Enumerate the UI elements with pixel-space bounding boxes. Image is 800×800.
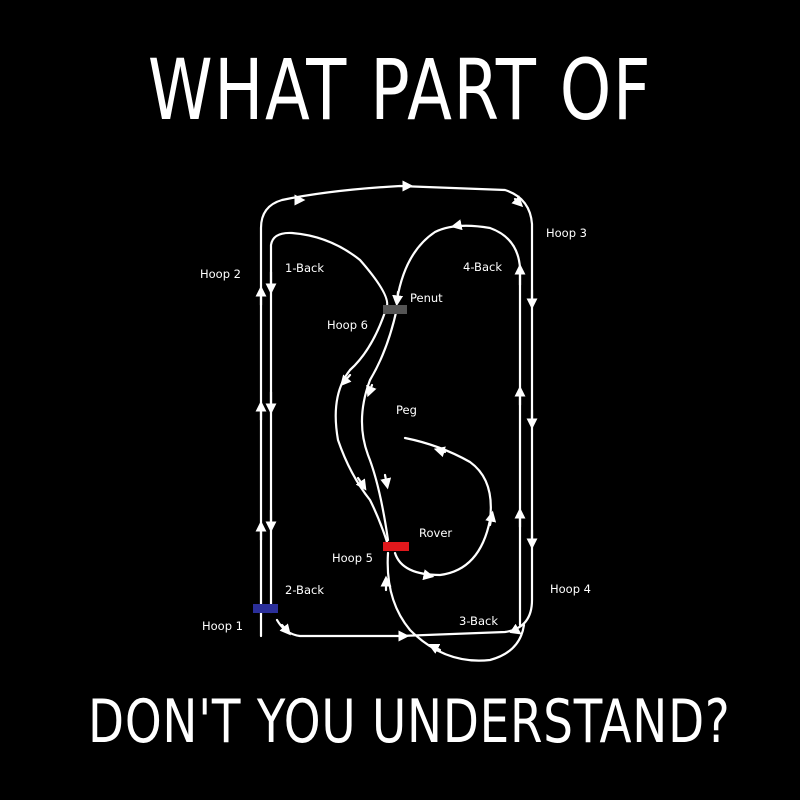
- label-4-back: 4-Back: [463, 260, 502, 274]
- peg-loop-path: [393, 436, 492, 577]
- headline-bottom: DON'T YOU UNDERSTAND?: [88, 687, 731, 757]
- center-route-a: [360, 306, 399, 542]
- label-penut: Penut: [410, 291, 443, 305]
- label-hoop3: Hoop 3: [546, 226, 587, 240]
- label-hoop6: Hoop 6: [327, 318, 368, 332]
- label-hoop1: Hoop 1: [202, 619, 243, 633]
- hoop5-marker: [383, 542, 409, 551]
- label-peg: Peg: [396, 403, 417, 417]
- label-hoop5: Hoop 5: [332, 551, 373, 565]
- label-hoop4: Hoop 4: [550, 582, 591, 596]
- hoop6-marker: [383, 305, 407, 314]
- inner-right-track: [395, 224, 522, 627]
- center-route-b: [334, 310, 390, 547]
- label-1-back: 1-Back: [285, 261, 324, 275]
- inner-left-track: [269, 231, 389, 614]
- label-3-back: 3-Back: [459, 614, 498, 628]
- label-2-back: 2-Back: [285, 583, 324, 597]
- hoop1-marker: [253, 604, 278, 613]
- headline-top: WHAT PART OF: [147, 41, 653, 139]
- label-hoop2: Hoop 2: [200, 267, 241, 281]
- route-arrows: [255, 180, 538, 654]
- label-rover: Rover: [419, 526, 452, 540]
